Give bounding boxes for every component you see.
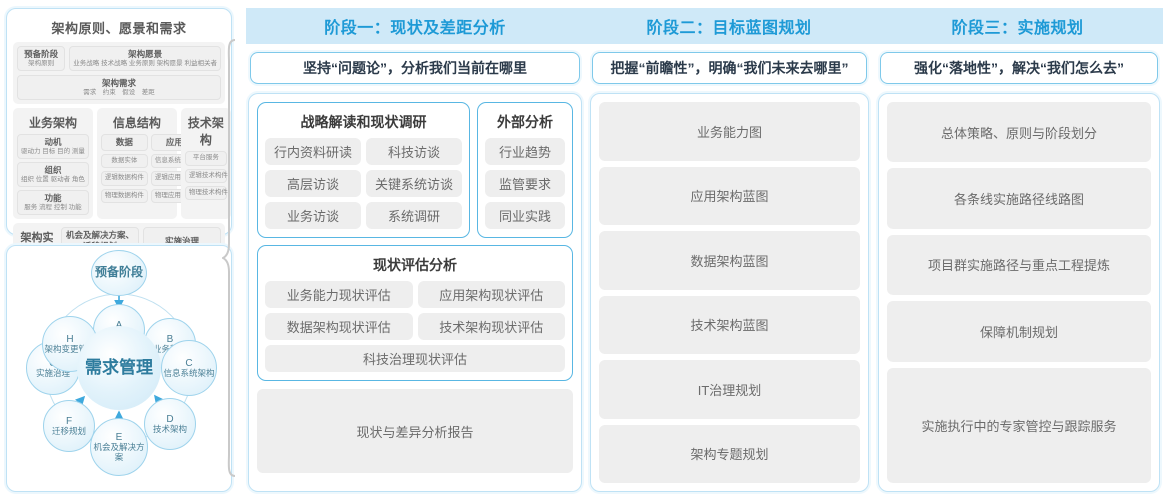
item-peer-practices[interactable]: 同业实践	[485, 202, 565, 229]
phase-1-subtitle: 坚持“问题论”，分析我们当前在哪里	[250, 52, 580, 84]
subcolumn-application: 应用 信息系统服务 逻辑应用构件 物理应用构件	[150, 134, 198, 204]
item-it-governance-plan[interactable]: IT治理规划	[599, 360, 860, 419]
item-overall-strategy-principles-phasing[interactable]: 总体策略、原则与阶段划分	[887, 102, 1151, 163]
item-system-research[interactable]: 系统调研	[366, 202, 462, 229]
item-technology-interview[interactable]: 科技访谈	[366, 138, 462, 165]
adm-node-c-information-systems-architecture[interactable]: C 信息系统架构	[161, 340, 217, 396]
phase-3-panel: 总体策略、原则与阶段划分 各条线实施路径线路图 项目群实施路径与重点工程提炼 保…	[878, 93, 1160, 492]
togaf-adm-cycle-card: 预备阶段 A 架构愿景 B 业务架构 C 信息系统架构 D 技术架构 E 机会及…	[6, 245, 232, 492]
architecture-principles-vision-group: 预备阶段 架构原则 架构愿景 业务战略 技术战略 业务原则 架构愿景 利益相关者…	[13, 42, 225, 105]
phase-1-banner: 阶段一：现状及差距分析	[246, 8, 584, 44]
chip-logical-data-component: 逻辑数据构件	[100, 171, 148, 186]
grouping-bracket	[222, 39, 236, 477]
item-business-interview[interactable]: 业务访谈	[265, 202, 361, 229]
subcolumn-data: 数据 数据实体 逻辑数据构件 物理数据构件	[100, 134, 148, 204]
group-strategy-interpretation-survey: 战略解读和现状调研 行内资料研读 科技访谈 高层访谈 关键系统访谈 业务访谈 系…	[257, 102, 470, 238]
item-regulatory-requirements[interactable]: 监管要求	[485, 170, 565, 197]
adm-node-f-migration-planning[interactable]: F 迁移规划	[43, 400, 95, 452]
item-application-architecture-assessment[interactable]: 应用架构现状评估	[417, 281, 565, 308]
column-business-architecture: 业务架构 动机 驱动力 目标 目的 测量 组织 组织 位置 驱动者 角色 功能	[13, 108, 93, 220]
item-application-architecture-blueprint[interactable]: 应用架构蓝图	[599, 166, 860, 225]
togaf-framework-title: 架构原则、愿景和需求	[51, 21, 187, 36]
column-information-structure: 信息结构 数据 数据实体 逻辑数据构件	[96, 108, 198, 220]
item-architecture-topic-plan[interactable]: 架构专题规划	[599, 424, 860, 483]
item-technology-architecture-assessment[interactable]: 技术架构现状评估	[417, 313, 565, 340]
chip-organization: 组织 组织 位置 驱动者 角色	[17, 162, 89, 188]
column-technology-architecture: 技术架构 平台服务 逻辑技术构件 物理技术构件	[180, 108, 231, 220]
phase-2-subtitle: 把握“前瞻性”，明确“我们未来去哪里”	[592, 52, 867, 84]
phase-3-subtitle: 强化“落地性”，解决“我们怎么去”	[880, 52, 1158, 84]
togaf-reference-column: 架构原则、愿景和需求 预备阶段 架构原则 架构愿景 业务战略 技术战略 业务原则…	[6, 8, 232, 492]
chip-platform-service: 平台服务	[184, 151, 227, 166]
chip-motivation: 动机 驱动力 目标 目的 测量	[17, 134, 89, 160]
chip-physical-technology-component: 物理技术构件	[184, 186, 228, 201]
chip-preliminary-phase: 预备阶段 架构原则	[17, 46, 66, 72]
chip-data-entity: 数据实体	[100, 153, 148, 169]
adm-node-preliminary[interactable]: 预备阶段	[91, 250, 147, 296]
chip-function: 功能 服务 流程 控制 功能	[17, 190, 89, 216]
phase-1-deliverable-report[interactable]: 现状与差异分析报告	[257, 389, 573, 473]
item-business-capability-assessment[interactable]: 业务能力现状评估	[265, 281, 413, 308]
item-internal-document-review[interactable]: 行内资料研读	[265, 138, 361, 165]
adm-node-d-technology-architecture[interactable]: D 技术架构	[144, 398, 196, 450]
item-program-implementation-path[interactable]: 项目群实施路径与重点工程提炼	[887, 234, 1151, 296]
phase-2-panel: 业务能力图 应用架构蓝图 数据架构蓝图 技术架构蓝图 IT治理规划 架构专题规划	[590, 93, 869, 492]
chip-physical-data-component: 物理数据构件	[100, 188, 148, 204]
item-data-architecture-blueprint[interactable]: 数据架构蓝图	[599, 231, 860, 290]
item-technology-architecture-blueprint[interactable]: 技术架构蓝图	[599, 295, 860, 354]
group-current-state-assessment: 现状评估分析 业务能力现状评估 应用架构现状评估 数据架构现状评估 技术架构现状…	[257, 245, 573, 381]
phase-2-banner: 阶段二：目标蓝图规划	[584, 8, 874, 44]
item-data-architecture-assessment[interactable]: 数据架构现状评估	[265, 313, 413, 340]
chip-data-head: 数据	[100, 134, 148, 151]
group-external-analysis: 外部分析 行业趋势 监管要求 同业实践	[477, 102, 573, 238]
item-line-implementation-roadmap[interactable]: 各条线实施路径线路图	[887, 168, 1151, 229]
item-industry-trends[interactable]: 行业趋势	[485, 138, 565, 165]
item-business-capability-map[interactable]: 业务能力图	[599, 102, 860, 161]
chip-architecture-requirements: 架构需求 需求 约束 假设 差距	[17, 75, 221, 101]
item-it-governance-assessment[interactable]: 科技治理现状评估	[265, 345, 565, 372]
adm-node-e-opportunities-solutions[interactable]: E 机会及解决方案	[90, 418, 148, 476]
item-key-system-interview[interactable]: 关键系统访谈	[366, 170, 462, 197]
togaf-content-framework-card: 架构原则、愿景和需求 预备阶段 架构原则 架构愿景 业务战略 技术战略 业务原则…	[6, 8, 232, 267]
item-executive-interview[interactable]: 高层访谈	[265, 170, 361, 197]
phase-3-banner: 阶段三：实施规划	[872, 8, 1163, 44]
item-expert-control-tracking-service[interactable]: 实施执行中的专家管控与跟踪服务	[887, 367, 1151, 483]
chip-architecture-vision: 架构愿景 业务战略 技术战略 业务原则 架构愿景 利益相关者	[69, 46, 221, 72]
phase-1-panel: 战略解读和现状调研 行内资料研读 科技访谈 高层访谈 关键系统访谈 业务访谈 系…	[248, 93, 582, 492]
adm-node-requirements-management[interactable]: 需求管理	[77, 326, 161, 410]
chip-logical-technology-component: 逻辑技术构件	[184, 168, 228, 183]
item-assurance-mechanism-plan[interactable]: 保障机制规划	[887, 301, 1151, 362]
